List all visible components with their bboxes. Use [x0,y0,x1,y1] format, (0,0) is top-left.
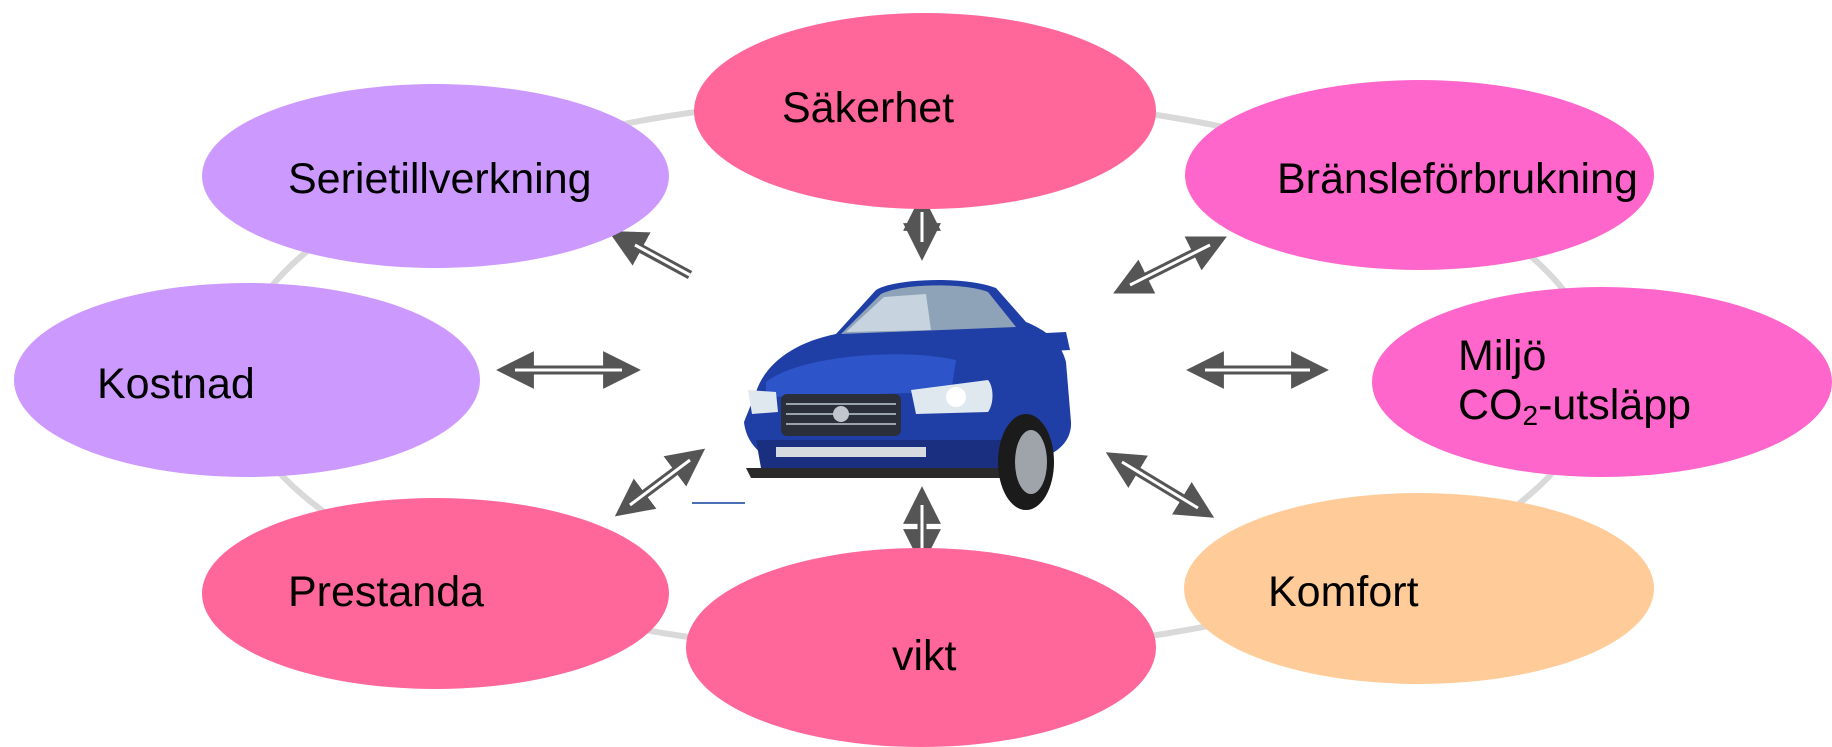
label-komfort: Komfort [1268,568,1419,616]
node-komfort [1184,493,1654,684]
node-prestanda [202,498,669,689]
arrow-bransleforbrukning [1113,236,1227,294]
node-bransleforbrukning [1185,80,1654,270]
car-image [726,272,1086,524]
label-serietillverkning: Serietillverkning [288,155,592,203]
node-sakerhet [694,13,1156,209]
co2-suffix: -utsläpp [1538,381,1692,430]
label-bransleforbrukning: Bränsleförbrukning [1277,155,1638,203]
co2-subscript: 2 [1522,400,1539,432]
arrows [496,193,1329,567]
label-kostnad: Kostnad [97,360,255,408]
arrow-prestanda [614,448,706,517]
label-miljo-line1: Miljö [1458,332,1547,380]
label-prestanda: Prestanda [288,568,485,616]
node-serietillverkning [202,84,669,268]
node-kostnad [14,283,480,477]
label-sakerhet: Säkerhet [782,84,955,132]
node-vikt [686,548,1156,747]
car-icon [744,279,1072,510]
co2-prefix: CO [1458,381,1523,430]
arrow-komfort [1105,452,1215,518]
label-miljo: Miljö CO2-utsläpp [1458,332,1691,433]
node-miljo [1372,287,1832,477]
label-vikt: vikt [892,632,957,680]
label-miljo-line2: CO2-utsläpp [1458,381,1691,432]
arrow-serietillverkning [608,231,693,279]
